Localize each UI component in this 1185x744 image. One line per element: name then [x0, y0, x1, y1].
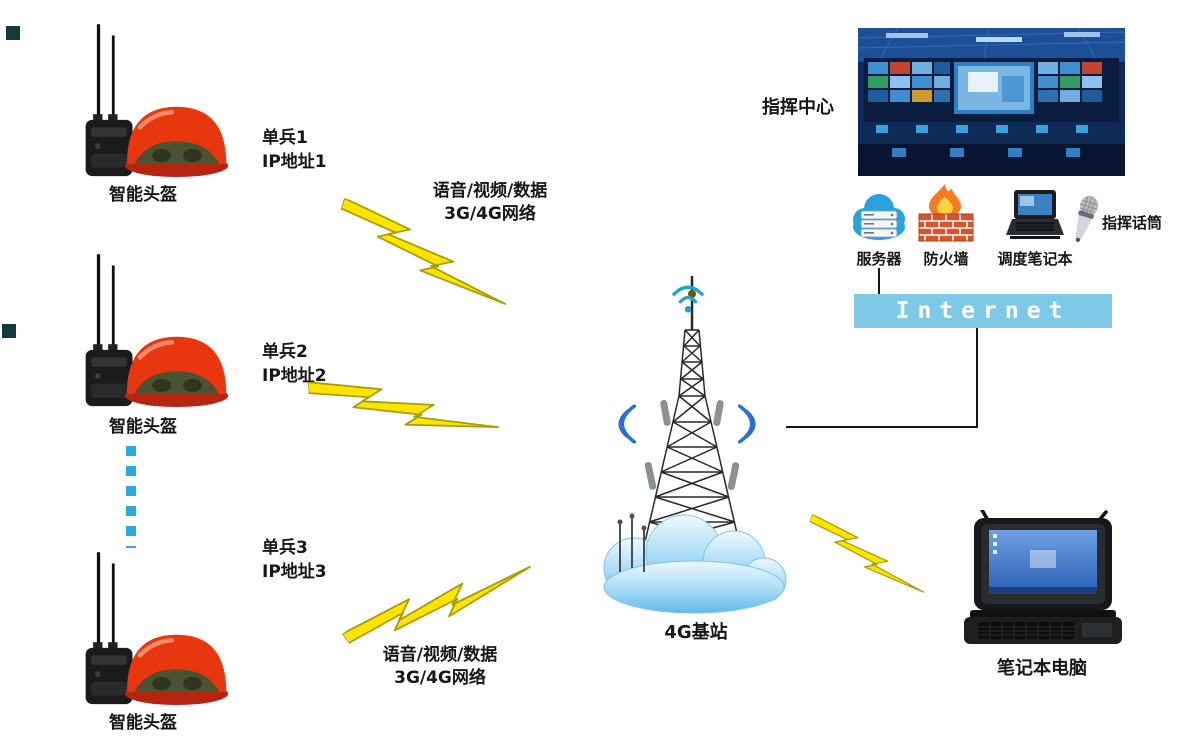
- dispatch-laptop-icon: [1006, 190, 1064, 239]
- soldier-1-caption: 单兵1 IP地址1: [262, 126, 327, 174]
- stray-mark-top: [6, 26, 20, 40]
- lightning-bolt-4: [799, 514, 939, 595]
- more-units-dotted-line: [126, 446, 136, 548]
- firewall-icon: [918, 184, 974, 242]
- stray-mark-middle: [2, 324, 16, 338]
- command-center-label: 指挥中心: [762, 97, 834, 118]
- smart-helmet-1-label: 智能头盔: [109, 185, 177, 205]
- internet-tower-connector-horizontal: [786, 426, 978, 428]
- lightning-bolt-2: [308, 372, 503, 439]
- wifi-right-icon: [738, 404, 768, 444]
- radio-bottom-line1: 语音/视频/数据: [382, 645, 498, 665]
- internet-tower-connector-vertical: [976, 328, 978, 428]
- firewall-label: 防火墙: [923, 250, 969, 268]
- soldier-1-ip: IP地址1: [262, 152, 327, 172]
- wifi-left-icon: [606, 404, 636, 444]
- base-station-tower-icon: [603, 276, 787, 614]
- wifi-top-icon: [672, 285, 704, 313]
- soldier-3-name: 单兵3: [262, 538, 308, 558]
- dispatch-laptop-label: 调度笔记本: [997, 250, 1073, 268]
- server-internet-connector: [878, 268, 880, 294]
- smart-helmet-3-icon: [80, 550, 230, 710]
- radio-top-line1: 语音/视频/数据: [432, 181, 548, 201]
- field-laptop-icon: [964, 510, 1122, 644]
- field-laptop-label: 笔记本电脑: [997, 658, 1087, 679]
- soldier-3-ip: IP地址3: [262, 562, 327, 582]
- soldier-2-caption: 单兵2 IP地址2: [262, 340, 327, 388]
- smart-helmet-3-label: 智能头盔: [109, 713, 177, 733]
- internet-bar: Internet: [854, 294, 1112, 328]
- base-station-label: 4G基站: [664, 622, 728, 643]
- smart-helmet-2-label: 智能头盔: [109, 417, 177, 437]
- soldier-2-name: 单兵2: [262, 342, 308, 362]
- soldier-1-name: 单兵1: [262, 128, 308, 148]
- radio-top-line2: 3G/4G网络: [444, 204, 536, 224]
- soldier-3-caption: 单兵3 IP地址3: [262, 536, 327, 584]
- server-label: 服务器: [856, 250, 902, 268]
- microphone-label: 指挥话筒: [1102, 214, 1163, 232]
- radio-link-caption-bottom: 语音/视频/数据 3G/4G网络: [350, 644, 530, 690]
- soldier-2-ip: IP地址2: [262, 366, 327, 386]
- server-cloud-icon: [853, 194, 905, 240]
- smart-helmet-1-icon: [80, 22, 230, 182]
- command-center-photo: [858, 28, 1125, 176]
- smart-helmet-2-icon: [80, 252, 230, 412]
- radio-link-caption-top: 语音/视频/数据 3G/4G网络: [400, 180, 580, 226]
- microphone-icon: [1075, 195, 1099, 243]
- radio-bottom-line2: 3G/4G网络: [394, 668, 486, 688]
